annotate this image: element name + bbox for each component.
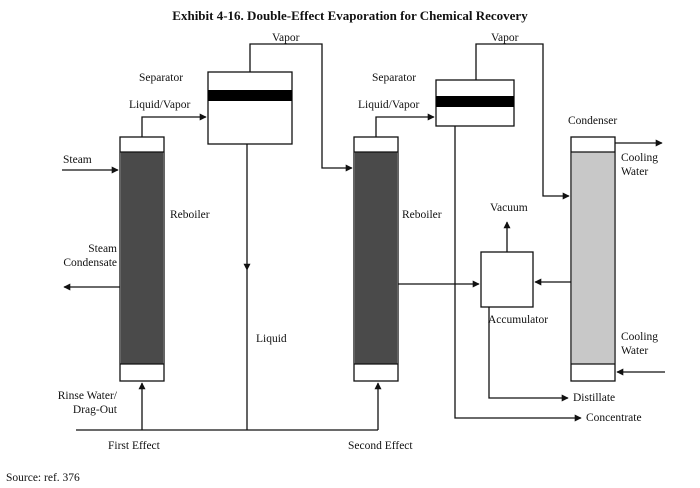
rinse-water-label-line-1: Rinse Water/	[58, 390, 118, 402]
first-reboiler-fill	[121, 152, 163, 364]
separator-label-2: Separator	[372, 72, 416, 84]
diagram-title: Exhibit 4-16. Double-Effect Evaporation …	[172, 8, 528, 23]
accumulator-label: Accumulator	[488, 314, 548, 326]
condenser-label: Condenser	[568, 115, 617, 127]
vapor-label-1: Vapor	[272, 32, 300, 44]
second-effect-label: Second Effect	[348, 440, 413, 452]
liquid-vapor-label-2: Liquid/Vapor	[358, 99, 419, 111]
distillate-line	[488, 307, 569, 402]
second-reboiler-fill	[355, 152, 397, 364]
second-reboiler	[353, 136, 399, 382]
concentrate-line	[454, 126, 582, 422]
liquid-label: Liquid	[256, 333, 287, 345]
condenser-fill	[572, 152, 614, 364]
steam-label: Steam	[63, 154, 92, 166]
vapor-line-2	[475, 43, 570, 200]
vapor-line-1	[249, 43, 353, 172]
first-reboiler	[119, 136, 165, 382]
separator-label-1: Separator	[139, 72, 183, 84]
liquid-vapor-line-2	[375, 113, 435, 137]
vapor-label-2: Vapor	[491, 32, 519, 44]
cooling-water-in-label-line-2: Water	[621, 345, 648, 357]
vacuum-label: Vacuum	[490, 202, 528, 214]
flow-lines	[62, 43, 665, 431]
second-separator-band	[436, 96, 514, 107]
steam-condensate-label-line-1: Steam	[88, 243, 117, 255]
concentrate-label: Concentrate	[586, 412, 642, 424]
liquid-vapor-line-1	[141, 113, 207, 137]
cooling-water-out-label-line-2: Water	[621, 166, 648, 178]
condenser	[570, 136, 616, 382]
cooling-water-in-label-line-1: Cooling	[621, 331, 658, 343]
steam-condensate-label-line-2: Condensate	[63, 257, 117, 269]
source-note: Source: ref. 376	[6, 472, 80, 484]
distillate-label: Distillate	[573, 392, 615, 404]
first-effect-label: First Effect	[108, 440, 161, 452]
cooling-water-out-label-line-1: Cooling	[621, 152, 658, 164]
rinse-water-label-line-2: Drag-Out	[73, 404, 118, 416]
reboiler-label-2: Reboiler	[402, 209, 442, 221]
reboiler-label-1: Reboiler	[170, 209, 210, 221]
first-separator-band	[208, 90, 292, 101]
liquid-vapor-label-1: Liquid/Vapor	[129, 99, 190, 111]
accumulator	[480, 251, 534, 308]
second-separator	[435, 79, 515, 127]
first-separator	[207, 71, 293, 145]
